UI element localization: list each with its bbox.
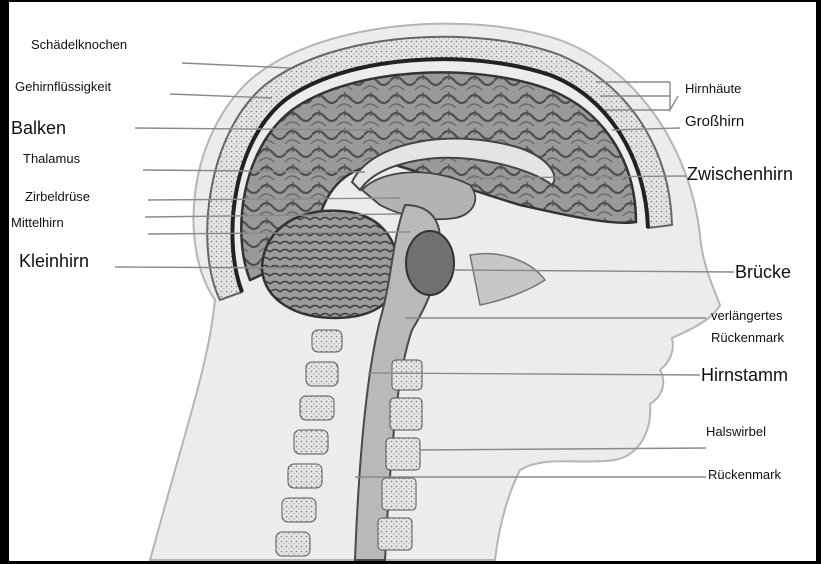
image-frame [0,0,821,564]
